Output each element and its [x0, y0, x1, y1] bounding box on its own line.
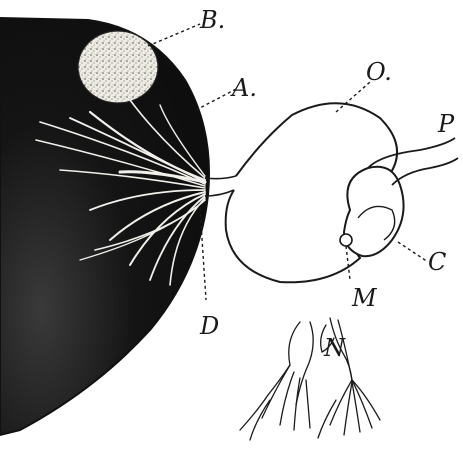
- branches-n: [240, 318, 380, 440]
- label-b: B.: [199, 6, 225, 34]
- label-c: C: [428, 248, 446, 276]
- label-d: D: [199, 312, 219, 340]
- node-m: [340, 234, 352, 246]
- label-m: M: [351, 284, 378, 312]
- stippled-oval-b: [78, 31, 158, 103]
- label-o: O.: [366, 58, 392, 86]
- label-n: N: [323, 334, 346, 362]
- label-a: A.: [230, 74, 257, 102]
- label-p: P: [437, 110, 455, 138]
- bulb-c: [344, 167, 404, 256]
